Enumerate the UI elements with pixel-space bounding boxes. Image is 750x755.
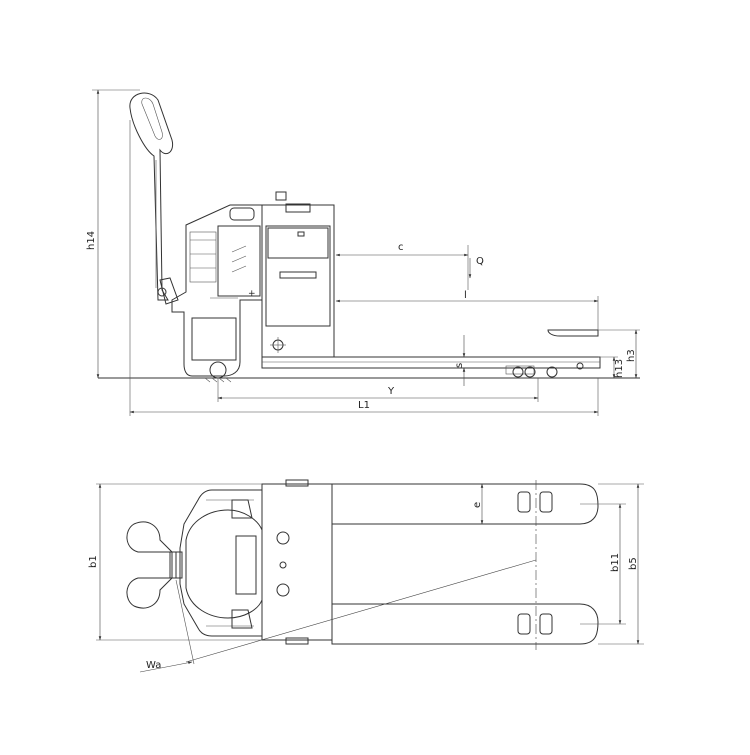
- control-panel: [235, 535, 257, 595]
- indicator-3: [276, 583, 290, 597]
- roller-lower-2: [539, 613, 553, 635]
- label-c: c: [398, 242, 404, 253]
- chassis-body: [261, 483, 333, 641]
- fork-lower: [331, 603, 599, 645]
- label-s: s: [454, 363, 465, 368]
- svg-text:+: +: [248, 289, 256, 299]
- tiller-head-top: [126, 521, 177, 609]
- label-wa: Wa: [146, 660, 161, 671]
- forks: [261, 329, 601, 375]
- top-view: b1 e b11 b5 Wa: [88, 479, 644, 673]
- motor-cover: [185, 509, 263, 619]
- fork-upper: [331, 483, 599, 525]
- tiller-handle: [129, 92, 179, 305]
- drive-housing: [179, 489, 263, 637]
- roller-upper-2: [539, 491, 553, 513]
- wheel-hatch: [204, 377, 232, 383]
- load-wheel-3: [546, 366, 558, 378]
- indicator-2: [279, 561, 287, 569]
- label-h13: h13: [614, 359, 625, 378]
- wa-radius-line: [185, 559, 537, 663]
- battery-compartment: [261, 191, 335, 358]
- label-l1: L1: [358, 400, 370, 411]
- load-wheel-2: [524, 366, 536, 378]
- drive-unit: +: [171, 204, 263, 377]
- label-h3: h3: [626, 349, 637, 362]
- load-wheel-4: [576, 362, 584, 370]
- chassis-top-tab: [285, 479, 309, 487]
- roller-lower-1: [517, 613, 531, 635]
- label-b11: b11: [610, 553, 621, 572]
- side-view: + h: [86, 89, 640, 416]
- label-e: e: [472, 502, 483, 508]
- label-b1: b1: [88, 555, 99, 568]
- label-q: Q: [476, 256, 484, 267]
- roller-upper-1: [517, 491, 531, 513]
- tiller-joint: [169, 551, 183, 579]
- label-b5: b5: [628, 557, 639, 570]
- load-wheel-1: [512, 366, 524, 378]
- indicator-1: [276, 531, 290, 545]
- chassis-bottom-tab: [285, 637, 309, 645]
- label-y: Y: [387, 386, 395, 397]
- label-l: l: [464, 290, 467, 301]
- label-h14: h14: [86, 231, 97, 250]
